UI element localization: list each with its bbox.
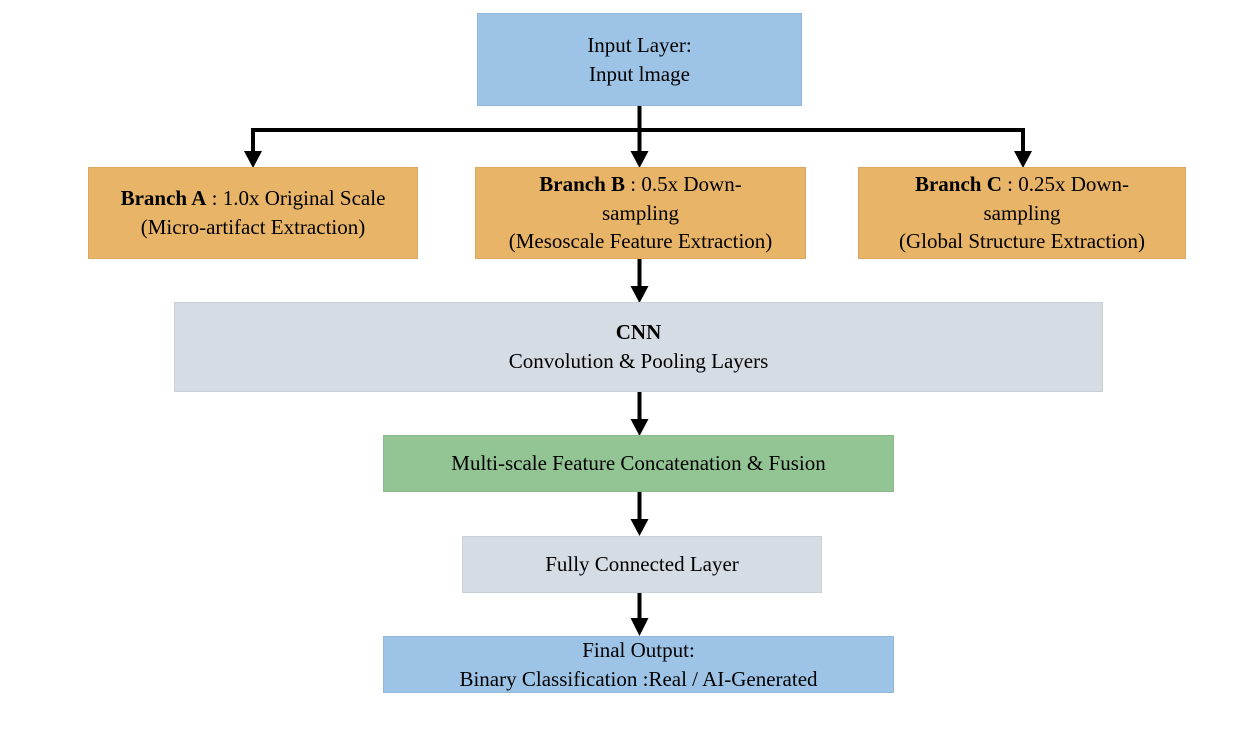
branch-b-label: Branch B: [539, 172, 626, 197]
fully-connected-label: Fully Connected Layer: [545, 552, 739, 577]
arrow-fc-to-output: [630, 593, 649, 636]
branch-c-line2: sampling: [983, 200, 1061, 225]
fusion-box: Multi-scale Feature Concatenation & Fusi…: [383, 435, 894, 492]
branch-a-scale: : 1.0x Original Scale: [206, 186, 386, 211]
final-output-subtitle: Binary Classification :Real / AI-Generat…: [459, 666, 818, 691]
cnn-subtitle: Convolution & Pooling Layers: [508, 349, 769, 373]
branch-c-label: Branch C: [914, 172, 1002, 197]
branch-b-line3: (Mesoscale Feature Extraction): [508, 229, 773, 254]
branch-a-line2: (Micro-artifact Extraction): [140, 215, 366, 239]
cnn-box: CNN Convolution & Pooling Layers: [174, 302, 1103, 392]
arrowhead-branch-a: [244, 151, 262, 168]
branch-a-title: Branch A : 1.0x Original Scale: [121, 184, 386, 213]
branch-a-label: Branch A: [120, 186, 207, 211]
branch-c-box: Branch C : 0.25x Down- sampling (Global …: [858, 167, 1186, 259]
branch-b-line2: sampling: [602, 200, 679, 225]
branch-c-title: Branch C : 0.25x Down-: [915, 170, 1129, 199]
arrowhead-branch-c: [1014, 151, 1032, 168]
arrow-branch-b-to-cnn: [630, 259, 649, 303]
final-output-title: Final Output:: [582, 637, 695, 662]
fusion-label: Multi-scale Feature Concatenation & Fusi…: [451, 451, 826, 476]
arrow-input-to-branches: [244, 106, 1032, 168]
arrow-cnn-to-fusion: [630, 392, 649, 436]
branch-a-box: Branch A : 1.0x Original Scale (Micro-ar…: [88, 167, 418, 259]
arrowhead-cnn: [630, 286, 649, 303]
arrowhead-output: [630, 618, 649, 636]
branch-b-scale: : 0.5x Down-: [625, 172, 742, 197]
arrow-fusion-to-fc: [630, 492, 649, 536]
branch-b-title: Branch B : 0.5x Down-: [539, 170, 741, 199]
arrowhead-fc: [630, 519, 649, 536]
cnn-title: CNN: [615, 320, 662, 345]
fully-connected-box: Fully Connected Layer: [462, 536, 822, 593]
branch-c-scale: : 0.25x Down-: [1001, 172, 1130, 197]
final-output-box: Final Output: Binary Classification :Rea…: [383, 636, 894, 693]
arrowhead-branch-b: [630, 151, 649, 168]
input-layer-box: Input Layer: Input lmage: [477, 13, 802, 106]
input-layer-title: Input Layer:: [587, 32, 692, 57]
input-layer-subtitle: Input lmage: [589, 61, 690, 86]
branch-b-box: Branch B : 0.5x Down- sampling (Mesoscal…: [475, 167, 806, 259]
branch-c-line3: (Global Structure Extraction): [898, 229, 1146, 254]
arrowhead-fusion: [630, 419, 649, 436]
